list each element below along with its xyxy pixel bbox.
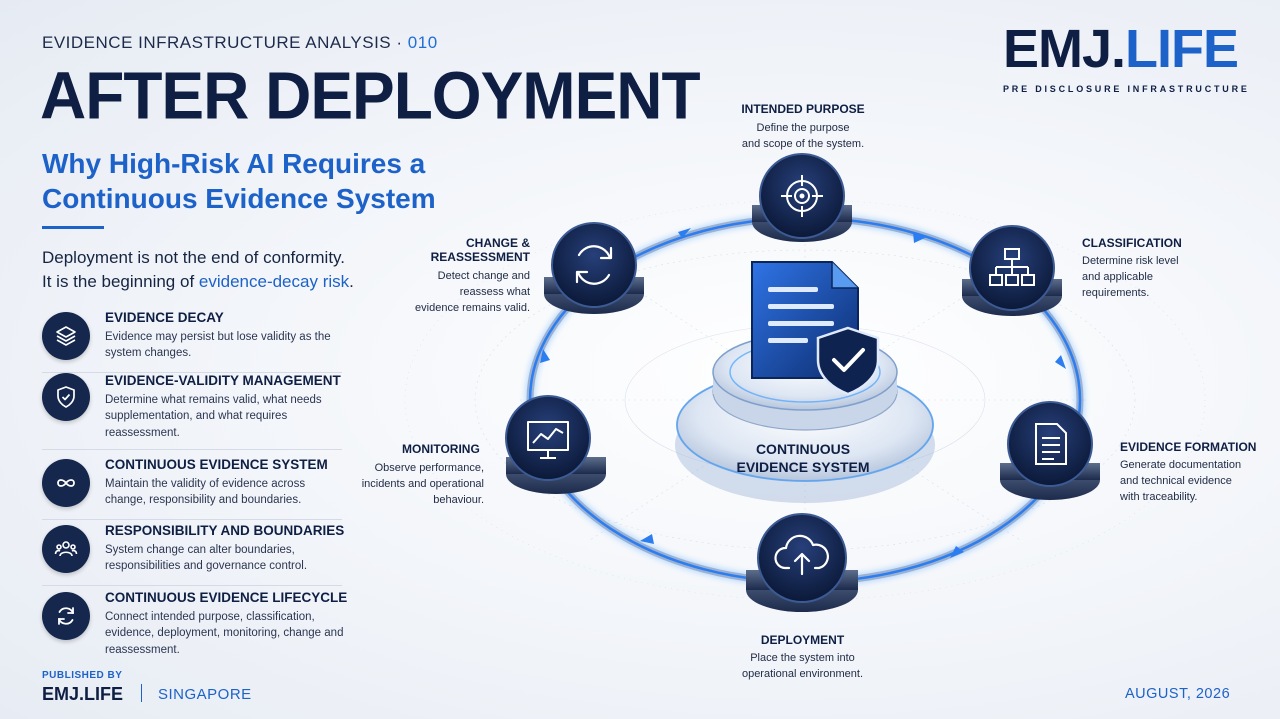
accent-divider (42, 226, 104, 229)
feature-evidence-decay: EVIDENCE DECAY Evidence may persist but … (42, 310, 342, 373)
refresh-icon (42, 592, 90, 640)
feature-continuous-evidence-system: CONTINUOUS EVIDENCE SYSTEM Maintain the … (42, 457, 342, 520)
brand-logo: EMJ.LIFE (1003, 19, 1239, 79)
node-classification (962, 225, 1062, 316)
publication-date: AUGUST, 2026 (1125, 686, 1231, 702)
series-label: EVIDENCE INFRASTRUCTURE ANALYSIS · 010 (42, 33, 438, 52)
document-shield-icon (751, 261, 880, 396)
page-title: AFTER DEPLOYMENT (40, 57, 701, 134)
infinity-icon (42, 459, 90, 507)
issue-number: 010 (407, 33, 438, 52)
node-change-reassessment (544, 222, 644, 314)
published-by-label: PUBLISHED BY (42, 670, 123, 681)
shield-check-icon (42, 373, 90, 421)
intro-highlight: evidence-decay risk (198, 271, 350, 291)
brand-tagline: PRE DISCLOSURE INFRASTRUCTURE (1003, 84, 1250, 94)
page-subtitle: Why High-Risk AI Requires a Continuous E… (42, 148, 436, 214)
footer-divider (141, 684, 142, 702)
feature-continuous-evidence-lifecycle: CONTINUOUS EVIDENCE LIFECYCLE Connect in… (42, 590, 347, 660)
label-monitoring: MONITORING Observe performance,incidents… (361, 442, 484, 506)
layers-icon (42, 312, 90, 360)
node-evidence-formation (1000, 401, 1100, 500)
cloud-upload-icon (774, 534, 829, 576)
cycle-arrows (540, 228, 1066, 558)
monitor-chart-icon (527, 421, 569, 459)
hierarchy-icon (989, 248, 1035, 286)
node-intended-purpose (752, 153, 852, 242)
target-icon (781, 175, 823, 217)
document-icon (1035, 423, 1067, 465)
refresh-icon (575, 245, 613, 285)
label-evidence-formation: EVIDENCE FORMATION Generate documentatio… (1120, 440, 1257, 503)
feature-evidence-validity: EVIDENCE-VALIDITY MANAGEMENT Determine w… (42, 373, 342, 450)
feature-responsibility-boundaries: RESPONSIBILITY AND BOUNDARIES System cha… (42, 523, 344, 586)
intro-text: Deployment is not the end of conformity.… (42, 248, 354, 291)
center-label: CONTINUOUS EVIDENCE SYSTEM (736, 441, 870, 475)
node-monitoring (505, 395, 606, 494)
people-icon (42, 525, 90, 573)
publisher-brand: EMJ.LIFE (42, 684, 124, 704)
node-deployment (746, 513, 858, 612)
publisher-location: SINGAPORE (158, 686, 252, 703)
